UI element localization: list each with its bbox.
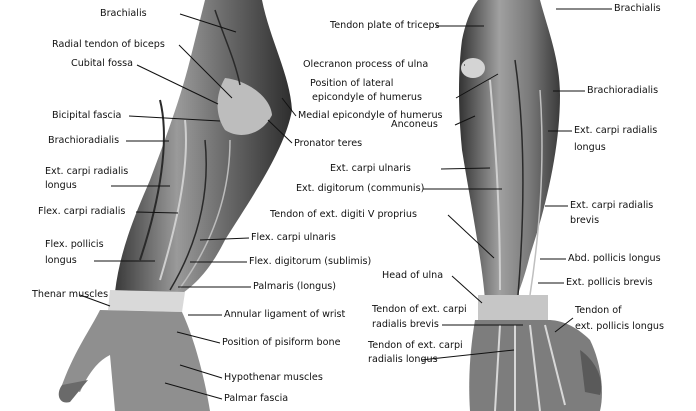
label-radial-tendon-biceps: Radial tendon of biceps: [52, 39, 165, 50]
label-bicipital-fascia: Bicipital fascia: [52, 110, 122, 121]
label-brachioradialis-right: Brachioradialis: [587, 85, 659, 96]
label-head-of-ulna: Head of ulna: [382, 270, 444, 281]
label-tendon-ecrl-1: Tendon of ext. carpi: [368, 340, 463, 351]
label-tendon-ecrb-1: Tendon of ext. carpi: [372, 304, 467, 315]
label-tendon-epl-2: ext. pollicis longus: [575, 321, 664, 332]
label-tendon-ecrl-2: radialis longus: [368, 354, 438, 365]
label-flex-digitorum: Flex. digitorum (sublimis): [249, 256, 372, 267]
label-flex-carpi-ulnaris: Flex. carpi ulnaris: [251, 232, 336, 243]
right-forearm-drawing: [459, 0, 602, 411]
label-tendon-digiti-v: Tendon of ext. digiti V proprius: [270, 209, 417, 220]
label-flex-carpi-radialis: Flex. carpi radialis: [38, 206, 126, 217]
label-ecr-brevis-2: brevis: [570, 215, 600, 226]
label-anconeus: Anconeus: [391, 119, 438, 130]
label-ecr-longus-2: longus: [574, 142, 606, 153]
label-ext-digitorum: Ext. digitorum (communis): [296, 183, 425, 194]
label-tendon-plate-triceps: Tendon plate of triceps: [330, 20, 440, 31]
label-flex-pollicis-1: Flex. pollicis: [45, 239, 104, 250]
label-hypothenar: Hypothenar muscles: [224, 372, 323, 383]
label-thenar-muscles: Thenar muscles: [32, 289, 109, 300]
label-pisiform: Position of pisiform bone: [222, 337, 341, 348]
left-leader-lines: [79, 13, 297, 400]
label-medial-epicondyle: Medial epicondyle of humerus: [298, 110, 443, 121]
label-annular-ligament: Annular ligament of wrist: [224, 309, 346, 320]
label-brachialis-left: Brachialis: [100, 8, 147, 19]
label-ext-carpi-radialis-left-1: Ext. carpi radialis: [45, 166, 129, 177]
label-cubital-fossa: Cubital fossa: [71, 58, 134, 69]
label-tendon-epl-1: Tendon of: [575, 305, 622, 316]
label-tendon-ecrb-2: radialis brevis: [372, 319, 439, 330]
label-palmar-fascia: Palmar fascia: [224, 393, 289, 404]
label-ext-carpi-ulnaris: Ext. carpi ulnaris: [330, 163, 411, 174]
label-ext-pollicis-brevis: Ext. pollicis brevis: [566, 277, 653, 288]
label-ecr-longus-1: Ext. carpi radialis: [574, 125, 658, 136]
label-ecr-brevis-1: Ext. carpi radialis: [570, 200, 654, 211]
label-olecranon: Olecranon process of ulna: [303, 59, 429, 70]
label-brachialis-right: Brachialis: [614, 3, 661, 14]
label-pronator-teres: Pronator teres: [294, 138, 363, 149]
label-lateral-epicondyle-1: Position of lateral: [310, 78, 394, 89]
label-palmaris: Palmaris (longus): [253, 281, 337, 292]
label-abd-pollicis: Abd. pollicis longus: [568, 253, 661, 264]
label-brachioradialis-left: Brachioradialis: [48, 135, 120, 146]
label-ext-carpi-radialis-left-2: longus: [45, 180, 77, 191]
right-leader-lines: [420, 8, 612, 361]
label-lateral-epicondyle-2: epicondyle of humerus: [312, 92, 422, 103]
label-flex-pollicis-2: longus: [45, 255, 77, 266]
